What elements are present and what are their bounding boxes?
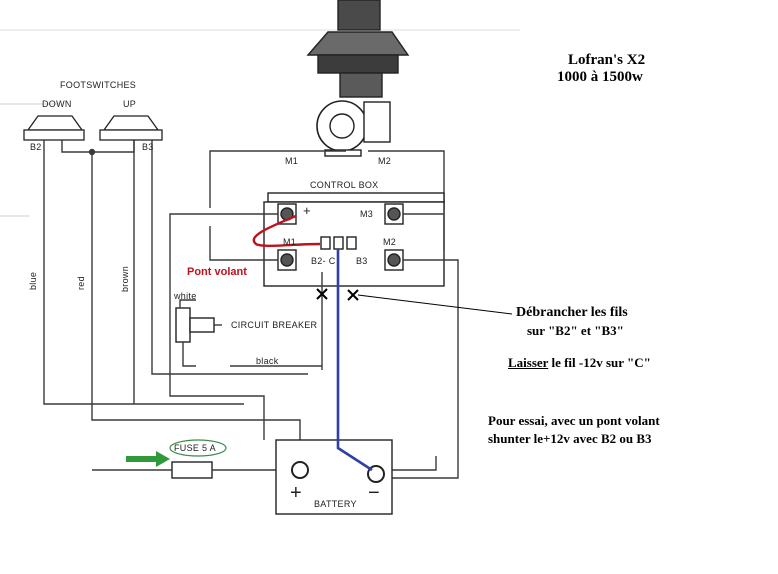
windlass-motor <box>306 0 410 157</box>
fuse-label: FUSE 5 A <box>174 443 216 453</box>
black-wire-label: black <box>256 356 279 366</box>
battery-plus-label: + <box>290 482 302 504</box>
b3-label: B3 <box>356 256 368 266</box>
white-wire-label: white <box>174 291 197 301</box>
cut-marks <box>316 288 359 301</box>
essai-line-1: Pour essai, avec un pont volant <box>488 413 660 428</box>
circuit-breaker-label: CIRCUIT BREAKER <box>231 320 318 330</box>
blue-wire-label: blue <box>28 271 38 290</box>
footswitches-label: FOOTSWITCHES <box>60 80 137 90</box>
laisser-rest: le fil -12v sur "C" <box>548 355 651 370</box>
b2c-label: B2- C <box>311 256 336 266</box>
red-wire-label: red <box>76 276 86 290</box>
motor-m2-label: M2 <box>378 156 392 166</box>
pointer-line <box>357 294 513 315</box>
essai-line-2: shunter le+12v avec B2 ou B3 <box>488 431 652 446</box>
debrancher-line-1: Débrancher les fils <box>516 305 628 320</box>
plus-terminal-label: + <box>303 203 311 218</box>
blue-jumper-wire <box>336 249 373 472</box>
m3-label: M3 <box>360 209 374 219</box>
down-label: DOWN <box>42 99 72 109</box>
control-box-label: CONTROL BOX <box>310 180 379 190</box>
b2-left-label: B2 <box>30 142 42 152</box>
up-label: UP <box>123 99 137 109</box>
b3-left-label: B3 <box>142 142 154 152</box>
red-jumper-wire <box>252 214 321 247</box>
pont-volant-label: Pont volant <box>187 266 247 278</box>
title-line-1: Lofran's X2 <box>568 52 646 68</box>
green-arrow <box>126 451 170 467</box>
laisser-underlined: Laisser <box>508 355 549 370</box>
title-line-2: 1000 à 1500w <box>557 69 643 85</box>
battery-minus-label: − <box>368 482 380 504</box>
cb-m2-label: M2 <box>383 237 397 247</box>
fuse-highlight <box>169 439 227 457</box>
brown-wire-label: brown <box>120 265 130 292</box>
laisser-line: Laisser le fil -12v sur "C" <box>508 355 651 371</box>
footswitch-down <box>23 115 85 141</box>
footswitch-up <box>99 115 163 141</box>
motor-m1-label: M1 <box>285 156 299 166</box>
battery-label: BATTERY <box>314 499 357 509</box>
cb-m1-label: M1 <box>283 237 297 247</box>
debrancher-line-2: sur "B2" et "B3" <box>527 323 624 338</box>
